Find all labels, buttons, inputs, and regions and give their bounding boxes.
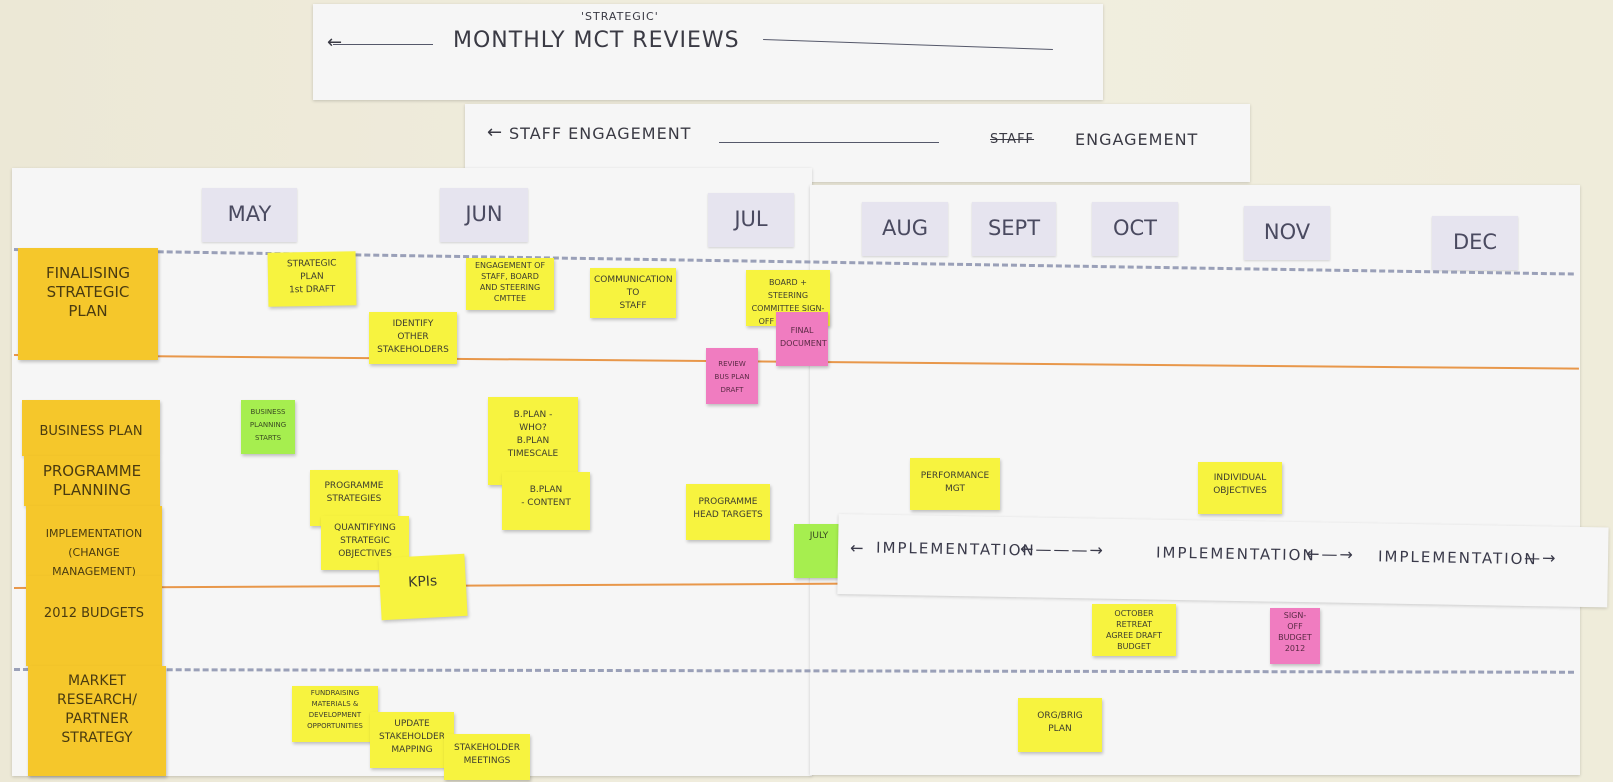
note-performance-mgt: PERFORMANCE MGT [910, 458, 1000, 510]
arrow-left-line [333, 44, 433, 45]
note-october-retreat: OCTOBER RETREAT AGREE DRAFT BUDGET [1092, 604, 1176, 656]
month-aug: AUG [862, 202, 948, 256]
note-strategic-plan: STRATEGIC PLAN 1st DRAFT [267, 251, 357, 307]
month-dec: DEC [1432, 216, 1518, 270]
arrow-left-head: ← [327, 32, 344, 53]
month-nov: NOV [1244, 206, 1330, 260]
impl-arrow-1: ←———→ [1019, 539, 1106, 560]
arrow-left-head-2: ← [487, 122, 504, 143]
category-financing: FINALISING STRATEGIC PLAN [18, 248, 158, 360]
month-may: MAY [202, 188, 297, 242]
note-identify-stakeholders: IDENTIFY OTHER STAKEHOLDERS [369, 312, 457, 364]
note-communication: COMMUNICATION TO STAFF [590, 268, 676, 318]
impl-label-3: IMPLEMENTATION [1377, 547, 1538, 569]
note-update-stakeholder: UPDATE STAKEHOLDER MAPPING [370, 712, 454, 768]
category-market: MARKET RESEARCH/ PARTNER STRATEGY [28, 666, 166, 776]
month-sept: SEPT [972, 202, 1056, 256]
note-bplan-content: B.PLAN - CONTENT [502, 472, 590, 530]
note-final-document: FINAL DOCUMENT [776, 312, 828, 366]
category-business: BUSINESS PLAN [22, 400, 160, 456]
monthly-reviews-banner: 'STRATEGIC' ← MONTHLY MCT REVIEWS [313, 4, 1103, 100]
monthly-reviews-title: MONTHLY MCT REVIEWS [453, 28, 740, 53]
impl-arrow-3: —→ [1523, 547, 1558, 568]
arrow-right-line [763, 38, 1053, 51]
note-signoff-budget: SIGN- OFF BUDGET 2012 [1270, 608, 1320, 664]
staff-engagement-right: ENGAGEMENT [1075, 130, 1199, 149]
note-review-bus-plan: REVIEW BUS PLAN DRAFT [706, 348, 758, 404]
staff-engagement-left: STAFF ENGAGEMENT [509, 124, 692, 143]
note-bplan-who: B.PLAN - WHO? B.PLAN TIMESCALE [488, 397, 578, 485]
note-stakeholder-meetings: STAKEHOLDER MEETINGS [444, 734, 530, 780]
impl-label-2: IMPLEMENTATION [1155, 543, 1316, 565]
month-oct: OCT [1092, 202, 1178, 256]
staff-engagement-arrow [719, 142, 939, 143]
month-jun: JUN [440, 188, 528, 242]
month-jul: JUL [708, 193, 794, 247]
note-individual-objectives: INDIVIDUAL OBJECTIVES [1198, 462, 1282, 514]
note-kpis: KPIs [378, 553, 468, 621]
note-business-planning-starts: BUSINESS PLANNING STARTS [241, 400, 295, 454]
category-programme: PROGRAMME PLANNING [24, 456, 160, 506]
note-july: JULY [794, 524, 844, 578]
category-implementation: IMPLEMENTATION (CHANGE MANAGEMENT) [26, 506, 162, 576]
impl-arrow-2: ←—→ [1305, 544, 1356, 565]
note-engagement-staff: ENGAGEMENT OF STAFF, BOARD AND STEERING … [466, 258, 554, 310]
impl-label-1: IMPLEMENTATION [875, 538, 1036, 560]
monthly-reviews-subtitle: 'STRATEGIC' [581, 10, 659, 23]
note-org-plan: ORG/BRIG PLAN [1018, 698, 1102, 752]
impl-arrow-left: ← [849, 538, 866, 558]
note-programme-head-targets: PROGRAMME HEAD TARGETS [686, 484, 770, 540]
category-budgets: 2012 BUDGETS [26, 576, 162, 666]
note-fundraising: FUNDRAISING MATERIALS & DEVELOPMENT OPPO… [292, 686, 378, 742]
staff-engagement-struck: STAFF [990, 132, 1035, 147]
implementation-banner: ← IMPLEMENTATION ←———→ IMPLEMENTATION ←—… [837, 514, 1609, 608]
